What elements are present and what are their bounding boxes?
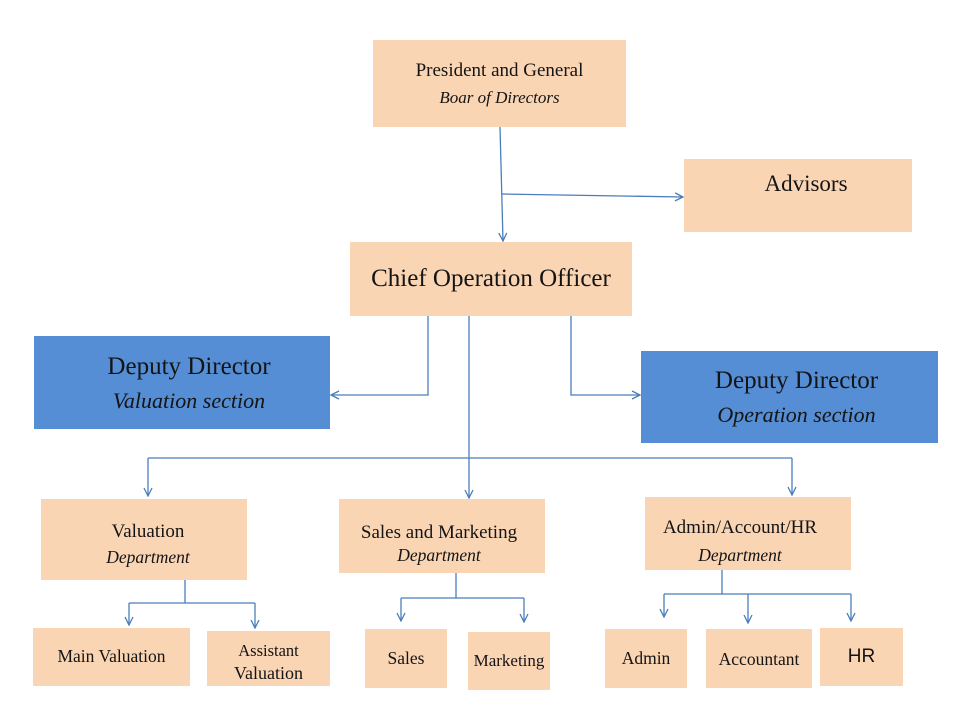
accountant-label: Accountant [718, 649, 800, 670]
valuation-department-node: Valuation Department [41, 499, 247, 580]
admin-department-subtitle: Department [698, 545, 782, 566]
deputy-operation-subtitle: Operation section [717, 402, 876, 428]
advisors-label: Advisors [764, 171, 848, 196]
coo-label: Chief Operation Officer [371, 265, 611, 293]
assistant-valuation-line1: Assistant [238, 640, 299, 660]
sales-marketing-department-subtitle: Department [397, 545, 481, 566]
sales-node: Sales [365, 629, 447, 688]
connector-coo-to-deputy-valuation [331, 316, 429, 395]
admin-label: Admin [621, 647, 671, 668]
marketing-node: Marketing [468, 632, 550, 690]
connector-president-to-coo [500, 126, 503, 241]
assistant-valuation-node: Assistant Valuation [207, 631, 330, 686]
main-valuation-label: Main Valuation [57, 646, 166, 667]
president-node: President and General Boar of Directors [373, 40, 626, 127]
main-valuation-node: Main Valuation [33, 628, 190, 686]
marketing-label: Marketing [473, 651, 545, 671]
sales-label: Sales [387, 647, 425, 668]
deputy-operation-title: Deputy Director [714, 367, 879, 395]
sales-marketing-department-node: Sales and Marketing Department [339, 499, 545, 573]
deputy-operation-node: Deputy Director Operation section [641, 351, 938, 443]
advisors-node: Advisors [684, 159, 912, 232]
deputy-valuation-title: Deputy Director [107, 352, 271, 380]
president-subtitle: Boar of Directors [439, 87, 560, 107]
hr-node: HR [820, 628, 903, 686]
coo-node: Chief Operation Officer [350, 242, 632, 316]
admin-department-title: Admin/Account/HR [662, 516, 818, 538]
valuation-department-title: Valuation [111, 520, 185, 542]
admin-node: Admin [605, 629, 687, 688]
president-title: President and General [415, 60, 584, 81]
deputy-valuation-subtitle: Valuation section [112, 387, 266, 413]
connector-coo-to-deputy-operation [570, 316, 640, 395]
assistant-valuation-line2: Valuation [234, 662, 303, 683]
sales-marketing-department-title: Sales and Marketing [360, 521, 518, 543]
connector-to-advisors [501, 194, 683, 197]
admin-department-node: Admin/Account/HR Department [645, 497, 851, 570]
hr-label: HR [847, 646, 876, 668]
valuation-department-subtitle: Department [106, 547, 190, 568]
deputy-valuation-node: Deputy Director Valuation section [34, 336, 330, 429]
accountant-node: Accountant [706, 629, 812, 688]
